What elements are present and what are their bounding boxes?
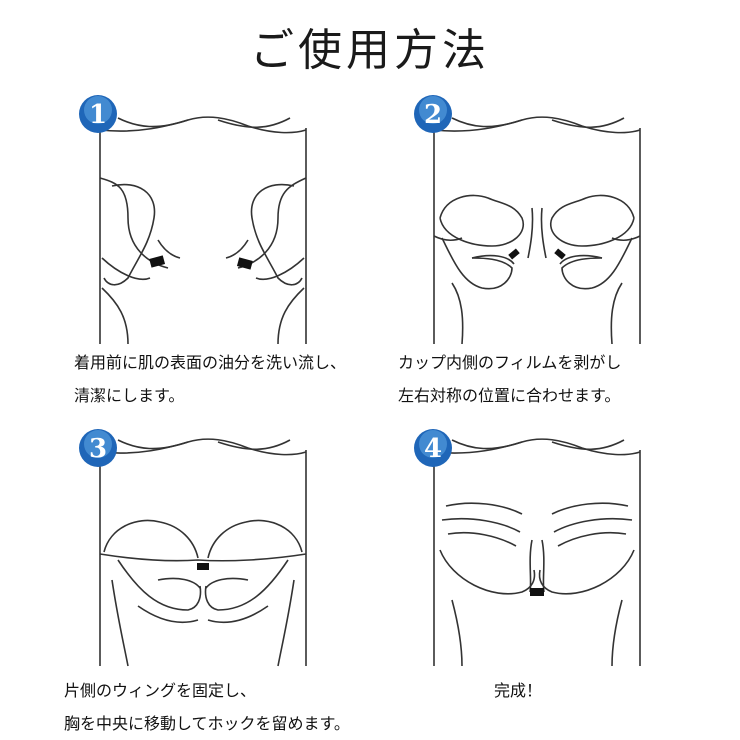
step-1-caption-line-1: 着用前に肌の表面の油分を洗い流し、 [74, 353, 347, 372]
step-2-caption-line-2: 左右対称の位置に合わせます。 [398, 386, 621, 405]
svg-text:1: 1 [89, 100, 107, 130]
step-2-caption-line-1: カップ内側のフィルムを剥がし [398, 353, 622, 372]
step-1-drawing [99, 116, 307, 345]
step-2-drawing [433, 116, 641, 345]
step-3-caption-line-2: 胸を中央に移動してホックを留めます。 [64, 714, 350, 733]
step-3-drawing [99, 438, 307, 667]
step-1-caption-line-2: 清潔にします。 [74, 386, 185, 405]
step-1-number-badge: 1 [79, 95, 117, 133]
svg-text:3: 3 [89, 434, 107, 464]
step-2-number-badge: 2 [414, 95, 452, 133]
step-3-number-badge: 3 [79, 429, 117, 467]
step-4-number-badge: 4 [414, 429, 452, 467]
step-1-illustration [98, 108, 308, 358]
step-4-drawing [433, 438, 641, 667]
step-4-illustration [432, 430, 642, 680]
svg-text:2: 2 [424, 100, 442, 130]
step-3-caption-line-1: 片側のウィングを固定し、 [64, 681, 257, 700]
svg-text:4: 4 [424, 434, 442, 464]
step-4-caption-line-1: 完成！ [494, 681, 543, 700]
step-2-caption: カップ内側のフィルムを剥がし 左右対称の位置に合わせます。 [398, 346, 621, 412]
page-title: ご使用方法 [250, 25, 490, 76]
step-4-caption: 完成！ [494, 674, 542, 707]
step-2-illustration [432, 108, 642, 358]
step-3-caption: 片側のウィングを固定し、 胸を中央に移動してホックを留めます。 [64, 674, 350, 740]
step-3-illustration [98, 430, 308, 680]
step-1-caption: 着用前に肌の表面の油分を洗い流し、 清潔にします。 [74, 346, 346, 412]
